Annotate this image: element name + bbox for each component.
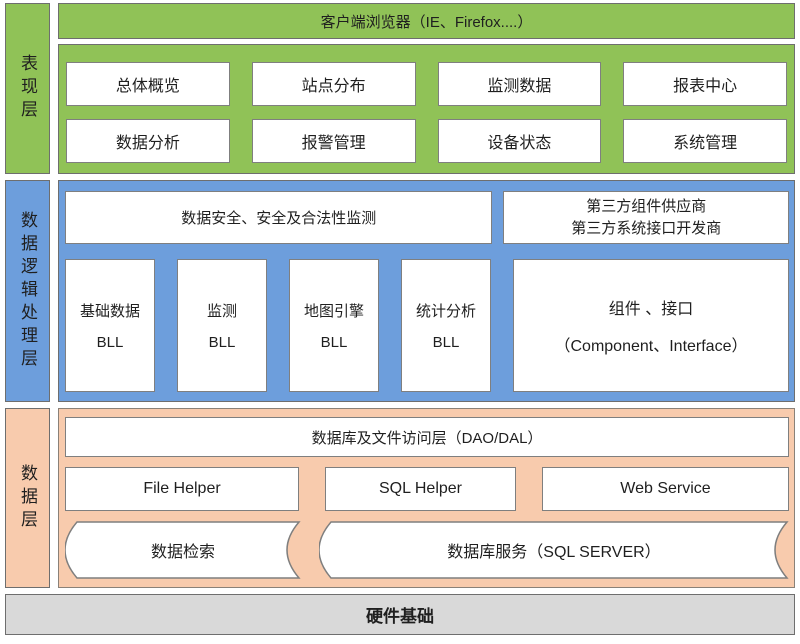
sql-helper-box: SQL Helper — [325, 467, 516, 511]
bll-box: 统计分析 BLL — [401, 259, 491, 392]
component-interface-line2: （Component、Interface） — [554, 338, 748, 355]
bll-box-line2: BLL — [96, 334, 124, 351]
module-box: 监测数据 — [437, 62, 602, 106]
bll-box-line2: BLL — [432, 334, 460, 351]
logic-layer-label: 数据逻辑处理层 — [5, 180, 50, 402]
presentation-layer-label: 表现层 — [5, 3, 50, 174]
data-security-box: 数据安全、安全及合法性监测 — [65, 191, 493, 244]
file-helper-box: File Helper — [65, 467, 299, 511]
data-layer-label: 数据层 — [5, 408, 50, 588]
storage-cylinder-shape — [319, 521, 789, 579]
hardware-foundation-text: 硬件基础 — [366, 607, 434, 626]
module-box: 总体概览 — [66, 62, 230, 106]
module-box: 报警管理 — [251, 119, 416, 163]
component-interface-line1: 组件 、接口 — [608, 301, 694, 318]
presentation-layer: 表现层 客户端浏览器（IE、Firefox....） 总体概览 站点分布 监测数… — [5, 3, 795, 174]
module-box: 系统管理 — [623, 119, 787, 163]
data-search-label: 数据检索 — [150, 544, 215, 561]
bll-box-line1: 地图引擎 — [303, 303, 364, 320]
dao-dal-bar: 数据库及文件访问层（DAO/DAL） — [65, 417, 789, 457]
third-party-line2: 第三方系统接口开发商 — [571, 219, 722, 237]
client-browser-bar-text: 客户端浏览器（IE、Firefox....） — [320, 13, 533, 31]
web-service-box: Web Service — [542, 467, 789, 511]
database-service-storage: 数据库服务（SQL SERVER） — [319, 521, 789, 579]
logic-layer: 数据逻辑处理层 数据安全、安全及合法性监测 第三方组件供应商 第三方系统接口开发… — [5, 180, 795, 402]
module-box: 站点分布 — [251, 62, 416, 106]
data-layer: 数据层 数据库及文件访问层（DAO/DAL） File Helper SQL H… — [5, 408, 795, 588]
logic-bottom-row: 基础数据 BLL 监测 BLL 地图引擎 BLL 统计分析 BLL 组件 、接口 — [65, 259, 789, 392]
presentation-layer-label-text: 表现层 — [18, 54, 37, 123]
third-party-box: 第三方组件供应商 第三方系统接口开发商 — [503, 191, 789, 244]
module-box: 报表中心 — [623, 62, 787, 106]
data-search-storage: 数据检索 — [65, 521, 301, 579]
component-interface-box: 组件 、接口 （Component、Interface） — [513, 259, 789, 392]
bll-box-line1: 统计分析 — [415, 303, 476, 320]
logic-layer-content: 数据安全、安全及合法性监测 第三方组件供应商 第三方系统接口开发商 基础数据 B… — [58, 180, 795, 402]
third-party-line1: 第三方组件供应商 — [586, 197, 707, 215]
bll-box-line2: BLL — [320, 334, 348, 351]
data-layer-content: 数据库及文件访问层（DAO/DAL） File Helper SQL Helpe… — [58, 408, 795, 588]
storage-cylinder-shape — [65, 521, 301, 579]
database-service-label: 数据库服务（SQL SERVER） — [447, 544, 661, 561]
bll-box-line2: BLL — [208, 334, 236, 351]
bll-box: 基础数据 BLL — [65, 259, 155, 392]
storage-row: 数据检索 数据库服务（SQL SERVER） — [65, 521, 789, 579]
presentation-modules-panel: 总体概览 站点分布 监测数据 报表中心 数据分析 报警管理 设备状态 系统管理 — [58, 44, 795, 174]
module-box: 数据分析 — [66, 119, 230, 163]
client-browser-bar: 客户端浏览器（IE、Firefox....） — [58, 3, 795, 39]
logic-layer-label-text: 数据逻辑处理层 — [18, 210, 37, 372]
data-layer-label-text: 数据层 — [18, 463, 37, 533]
bll-box-line1: 监测 — [206, 303, 237, 320]
bll-box: 地图引擎 BLL — [289, 259, 379, 392]
presentation-layer-content: 客户端浏览器（IE、Firefox....） 总体概览 站点分布 监测数据 报表… — [58, 3, 795, 174]
bll-box-line1: 基础数据 — [79, 303, 140, 320]
logic-top-row: 数据安全、安全及合法性监测 第三方组件供应商 第三方系统接口开发商 — [65, 191, 789, 244]
bll-box: 监测 BLL — [177, 259, 267, 392]
hardware-foundation-bar: 硬件基础 — [5, 594, 795, 635]
module-box: 设备状态 — [437, 119, 602, 163]
helpers-row: File Helper SQL Helper Web Service — [65, 467, 789, 511]
